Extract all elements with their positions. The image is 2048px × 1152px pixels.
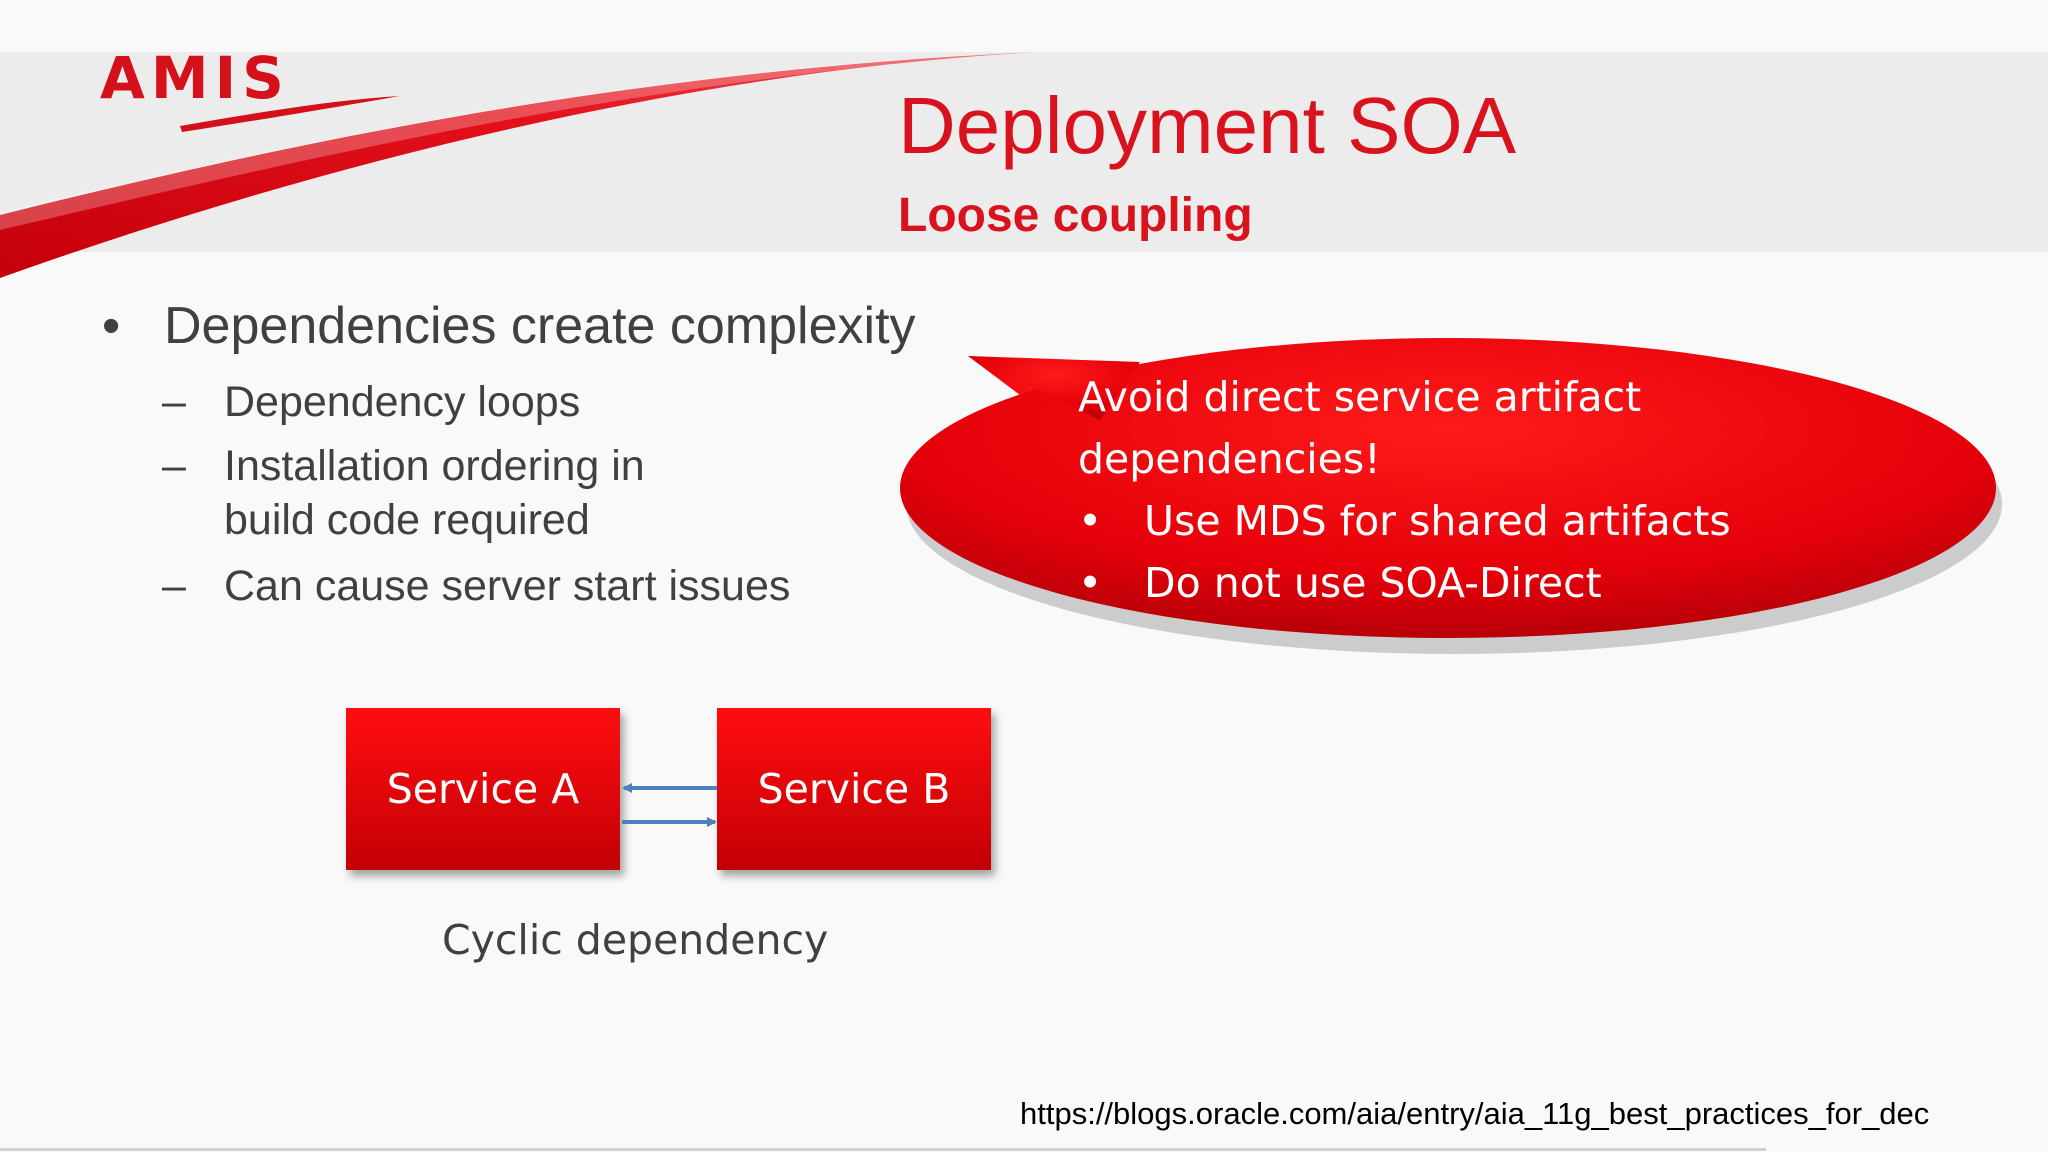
service-b-box: Service B [717,708,991,870]
service-a-box: Service A [346,708,620,870]
sub-bullet-dash: – [162,442,186,490]
callout-line-text: Avoid direct service artifact [1078,373,1642,421]
callout-bullet-dot: • [1078,497,1103,545]
source-url: https://blogs.oracle.com/aia/entry/aia_1… [1020,1096,1930,1131]
callout-line-text: dependencies! [1078,435,1381,483]
speech-bubble [900,338,2002,654]
diagram-caption: Cyclic dependency [442,916,829,964]
amis-logo: AMIS [100,44,290,112]
sub-bullet-text: build code required [224,496,590,544]
callout-bullet-text: Do not use SOA-Direct [1144,559,1602,607]
sub-bullet-text: Can cause server start issues [224,562,791,610]
logo-swash-icon [180,96,400,132]
callout-line: dependencies! [1078,428,1641,490]
bullet-dot: • [102,297,121,355]
callout-bullet: • Do not use SOA-Direct [1078,552,1641,614]
bullet-main-text: Dependencies create complexity [164,297,916,355]
slide-title: Deployment SOA [898,81,1517,170]
sub-bullet-text: Dependency loops [224,378,581,426]
callout-bullet-dot: • [1078,559,1103,607]
sub-bullet-dash: – [162,562,186,610]
callout-bullet-text: Use MDS for shared artifacts [1144,497,1731,545]
callout-bullet: • Use MDS for shared artifacts [1078,490,1731,552]
bottom-divider [0,1148,1766,1151]
sub-bullet-text: Installation ordering in [224,442,645,490]
callout-text: Avoid direct service artifact dependenci… [1078,366,1731,614]
slide-subtitle: Loose coupling [898,189,1253,242]
callout-line: Avoid direct service artifact [1078,366,1641,428]
sub-bullet-dash: – [162,378,186,426]
